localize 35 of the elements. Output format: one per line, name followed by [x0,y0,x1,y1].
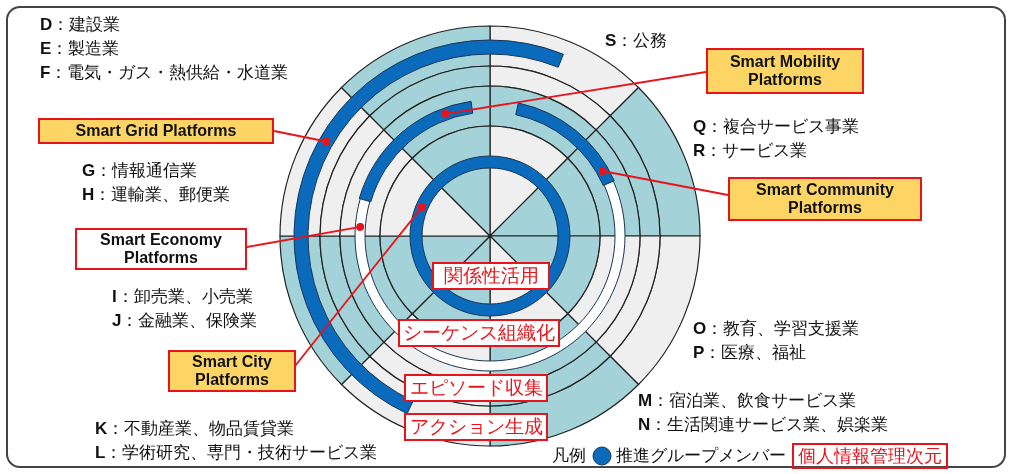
leader-line [273,130,331,146]
callout-box: Smart Grid Platforms [38,118,274,144]
callout-box: Smart Mobility Platforms [706,48,864,94]
industry-label: K：不動産業、物品賃貸業 [95,418,295,440]
level-label: エピソード収集 [404,374,548,402]
industry-label: S：公務 [605,30,668,52]
industry-label: P：医療、福祉 [693,342,807,364]
legend-title: 凡例 [552,445,586,467]
level-label: アクション生成 [404,413,548,441]
legend-text: 推進グループメンバー [616,445,786,467]
industry-label: N：生活関連サービス業、娯楽業 [638,414,889,436]
leader-line [246,222,365,248]
callout-box: Smart Community Platforms [728,177,922,221]
industry-label: Q：複合サービス事業 [693,116,860,138]
level-label: シーケンス組織化 [398,319,560,347]
industry-label: I：卸売業、小売業 [112,286,253,308]
industry-label: G：情報通信業 [82,160,198,182]
industry-label: D：建設業 [40,14,121,36]
arc-band [515,102,615,187]
legend-text: 個人情報管理次元 [792,443,948,469]
industry-label: E：製造業 [40,38,120,60]
industry-label: O：教育、学習支援業 [693,318,860,340]
industry-label: L：学術研究、専門・技術サービス業 [95,442,378,464]
leader-line [598,167,729,196]
industry-label: J：金融業、保険業 [112,310,258,332]
industry-label: F：電気・ガス・熱供給・水道業 [40,62,289,84]
ring-band [409,155,571,317]
arc-band [358,100,474,203]
callout-box: Smart Economy Platforms [75,228,247,270]
industry-label: M：宿泊業、飲食サービス業 [638,390,857,412]
callout-box: Smart City Platforms [168,350,296,392]
industry-label: H：運輸業、郵便業 [82,184,231,206]
industry-label: R：サービス業 [693,140,808,162]
arc-band [354,180,626,372]
leader-line [441,71,707,118]
